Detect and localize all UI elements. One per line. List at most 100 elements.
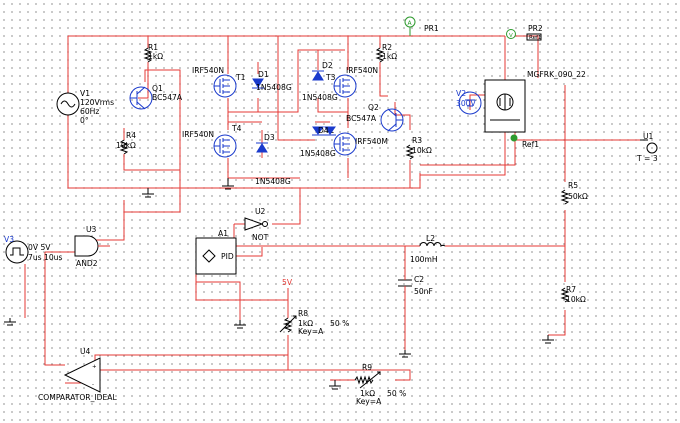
r8-key: Key=A (298, 327, 324, 336)
r2-resistor[interactable]: R2 1kΩ (375, 43, 397, 63)
d4-diode[interactable]: D4 1N5408G (300, 126, 336, 158)
t2-model: IRF540M (355, 137, 388, 146)
d2-model: 1N5408G (302, 93, 338, 102)
t3-ref: T3 (325, 73, 336, 82)
u3-ref: U3 (86, 225, 97, 234)
u1-param: T = 3 (636, 154, 658, 163)
t4-ref: T4 (231, 124, 242, 133)
r7-value: 10kΩ (566, 295, 586, 304)
v1-phase: 0° (80, 116, 89, 125)
r3-value: 10kΩ (412, 146, 432, 155)
v1-ac-source[interactable]: V1 120Vrms 60Hz 0° (56, 89, 114, 125)
r2-value: 1kΩ (382, 52, 397, 61)
t1-model: IRF540N (192, 66, 224, 75)
motor-ref-label: Ref1 (522, 140, 539, 149)
r9-key: Key=A (356, 397, 382, 406)
d1-model: 1N5408G (256, 83, 292, 92)
pr2-ref: PR2 (528, 24, 543, 33)
svg-text:-: - (92, 382, 94, 388)
q1-ref: Q1 (152, 84, 163, 93)
r8-ref: R8 (298, 309, 308, 318)
r9-value: 1kΩ (360, 389, 375, 398)
r8-value: 1kΩ (298, 319, 313, 328)
t3-mosfet[interactable]: IRF540N T3 (325, 66, 378, 98)
ground-symbols (4, 178, 554, 390)
c2-capacitor[interactable]: C2 50nF (398, 275, 433, 300)
d1-diode[interactable]: D1 1N5408G (252, 70, 292, 92)
d4-ref: D4 (318, 126, 329, 135)
r7-resistor[interactable]: R7 10kΩ (560, 285, 586, 304)
a1-pid-controller[interactable]: PID A1 (195, 229, 237, 275)
v3-pulse-source[interactable]: V3 0V 5V 7us 10us (4, 235, 62, 264)
pr2-symbol: V (509, 33, 513, 39)
r9-potentiometer[interactable]: R9 1kΩ 50 % Key=A (354, 363, 406, 406)
t1-ref: T1 (235, 73, 246, 82)
l2-value: 100mH (410, 255, 438, 264)
r3-resistor[interactable]: R3 10kΩ (405, 136, 432, 160)
c2-ref: C2 (414, 275, 424, 284)
a1-model: PID (221, 252, 234, 261)
d2-diode[interactable]: D2 1N5408G (302, 61, 338, 102)
r1-ref: R1 (148, 43, 158, 52)
u4-ref: U4 (80, 347, 91, 356)
r7-ref: R7 (566, 285, 576, 294)
r4-resistor[interactable]: R4 10kΩ (116, 128, 180, 171)
pr1-current-probe[interactable]: A PR1 (404, 16, 439, 36)
u2-model: NOT (252, 233, 269, 242)
v2-value: 300V (456, 99, 476, 108)
pr2-voltage-probe[interactable]: V PR2 Ref1 (506, 24, 543, 41)
u3-model: AND2 (76, 259, 98, 268)
d1-ref: D1 (258, 70, 269, 79)
r1-resistor[interactable]: R1 1kΩ (143, 43, 163, 63)
vcc-5v-supply: 5V (282, 278, 293, 296)
q1-model: BC547A (152, 93, 183, 102)
u1-output-terminal[interactable]: U1 T = 3 (636, 132, 658, 163)
d3-diode[interactable]: D3 1N5408G (255, 133, 291, 186)
motor-model: MGFRK_090_22 (527, 70, 586, 79)
q2-model: BC547A (346, 114, 377, 123)
c2-value: 50nF (414, 287, 433, 296)
r4-ref: R4 (126, 131, 136, 140)
u3-and-gate[interactable]: U3 AND2 (74, 225, 110, 268)
dc-motor-block[interactable]: MGFRK_090_22 Ref1 (484, 70, 586, 149)
r9-ref: R9 (362, 363, 372, 372)
r3-ref: R3 (412, 136, 422, 145)
u2-not-gate[interactable]: U2 NOT (244, 207, 269, 242)
r5-value: 50kΩ (568, 192, 588, 201)
t4-mosfet[interactable]: IRF540N T4 (182, 124, 242, 158)
a1-ref: A1 (218, 229, 228, 238)
u4-comparator[interactable]: + - U4 COMPARATOR_IDEAL (38, 347, 117, 402)
u2-ref: U2 (255, 207, 266, 216)
r4-value: 10kΩ (116, 141, 136, 150)
t1-mosfet[interactable]: IRF540N T1 (192, 66, 246, 98)
u4-model: COMPARATOR_IDEAL (38, 393, 117, 402)
wires (24, 35, 640, 384)
v3-timing: 7us 10us (28, 253, 62, 262)
q1-bjt[interactable]: Q1 BC547A (129, 84, 183, 110)
r1-value: 1kΩ (148, 52, 163, 61)
r5-resistor[interactable]: R5 50kΩ (560, 181, 588, 205)
r9-percent: 50 % (387, 389, 406, 398)
v1-ref: V1 (80, 89, 90, 98)
q2-ref: Q2 (368, 103, 379, 112)
vcc-label: 5V (282, 278, 293, 287)
r2-ref: R2 (382, 43, 392, 52)
pr1-ref: PR1 (424, 24, 439, 33)
u1-ref: U1 (643, 132, 654, 141)
v1-voltage: 120Vrms (80, 98, 114, 107)
v3-levels: 0V 5V (28, 243, 51, 252)
v2-dc-source[interactable]: V2 300V (456, 89, 482, 115)
q2-bjt[interactable]: Q2 BC547A (346, 103, 404, 132)
r8-potentiometer[interactable]: R8 1kΩ 50 % Key=A (279, 309, 349, 336)
l2-ref: L2 (426, 234, 435, 243)
pr2-flag: Ref1 (529, 35, 541, 41)
t3-model: IRF540N (346, 66, 378, 75)
v2-ref: V2 (456, 89, 466, 98)
pr1-symbol: A (408, 20, 413, 27)
r8-percent: 50 % (330, 319, 349, 328)
r5-ref: R5 (568, 181, 578, 190)
v1-frequency: 60Hz (80, 107, 99, 116)
l2-inductor[interactable]: L2 100mH (410, 234, 446, 264)
t4-model: IRF540N (182, 130, 214, 139)
d2-ref: D2 (322, 61, 333, 70)
